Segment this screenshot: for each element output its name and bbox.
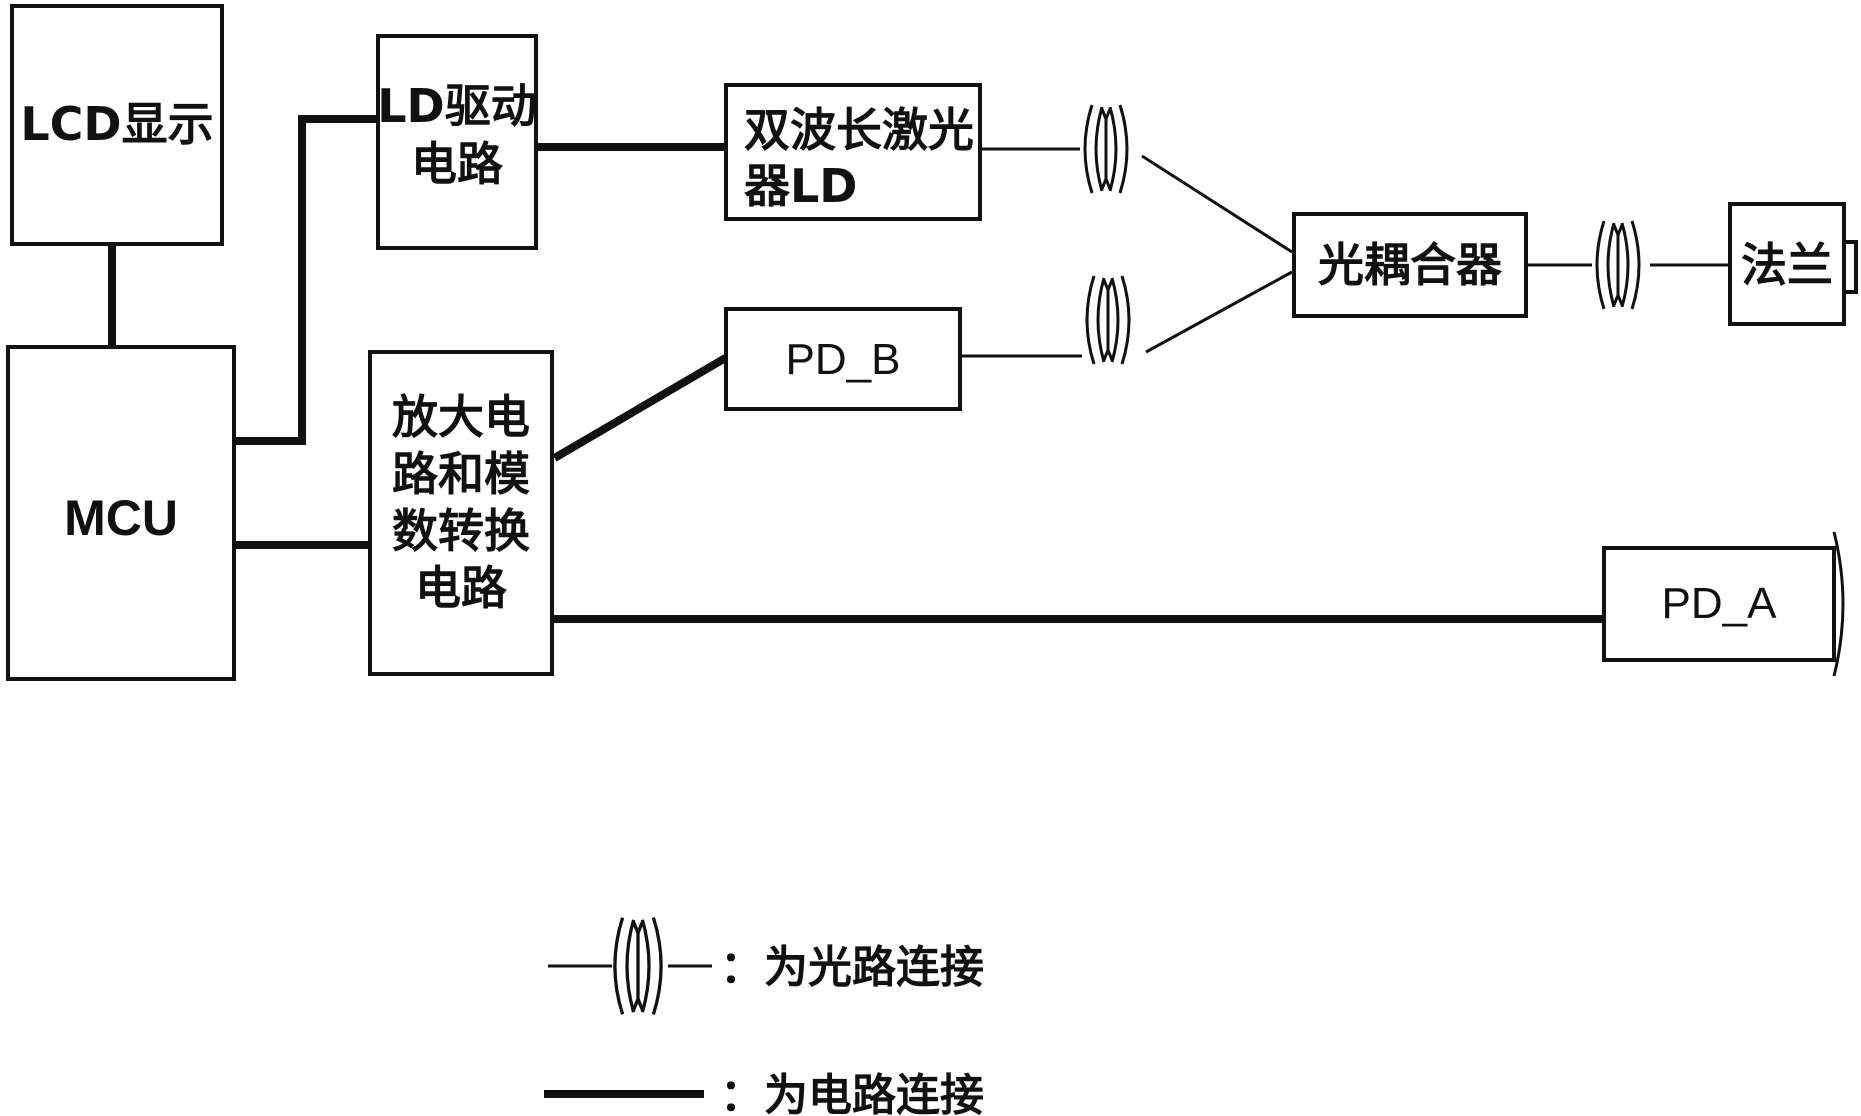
fiber-coil-coupler-top xyxy=(1141,154,1293,254)
svg-text:法兰: 法兰 xyxy=(1741,238,1833,292)
svg-text:放大电: 放大电 xyxy=(392,390,530,444)
svg-text:：为光路连接: ：为光路连接 xyxy=(720,942,984,993)
flange-block: 法兰 xyxy=(1728,202,1858,326)
optical-coupler-block: 光耦合器 xyxy=(1292,212,1528,318)
legend-optical: ：为光路连接 xyxy=(548,915,984,1017)
svg-text:：为电路连接: ：为电路连接 xyxy=(720,1070,984,1116)
fiber-coil-coupler-bottom xyxy=(1145,270,1293,354)
svg-text:路和模: 路和模 xyxy=(392,447,530,501)
svg-text:电路: 电路 xyxy=(411,137,504,191)
svg-text:电路: 电路 xyxy=(415,561,508,615)
mcu-block: MCU xyxy=(6,345,236,681)
dual-wavelength-laser-block: 双波长激光 器LD xyxy=(724,83,982,221)
svg-text:MCU: MCU xyxy=(64,490,178,546)
ld-driver-block: LD驱动 电路 xyxy=(376,34,538,250)
wire-mcu-lddriver xyxy=(234,115,382,445)
svg-text:光耦合器: 光耦合器 xyxy=(1318,238,1503,292)
wire-amp-pdb xyxy=(552,354,728,462)
legend-electrical: ：为电路连接 xyxy=(544,1070,984,1116)
svg-text:双波长激光: 双波长激光 xyxy=(744,103,974,157)
pd-a-block: PD_A xyxy=(1602,531,1845,677)
amplifier-adc-block: 放大电 路和模 数转换 电路 xyxy=(368,350,554,676)
lcd-display-block: LCD显示 xyxy=(10,4,224,246)
svg-text:数转换: 数转换 xyxy=(392,504,530,558)
svg-text:LD驱动: LD驱动 xyxy=(377,79,537,133)
svg-text:PD_A: PD_A xyxy=(1662,579,1778,628)
pd-b-block: PD_B xyxy=(724,307,962,411)
svg-text:PD_B: PD_B xyxy=(786,335,901,384)
svg-text:器LD: 器LD xyxy=(744,159,858,213)
svg-text:LCD显示: LCD显示 xyxy=(20,97,213,151)
